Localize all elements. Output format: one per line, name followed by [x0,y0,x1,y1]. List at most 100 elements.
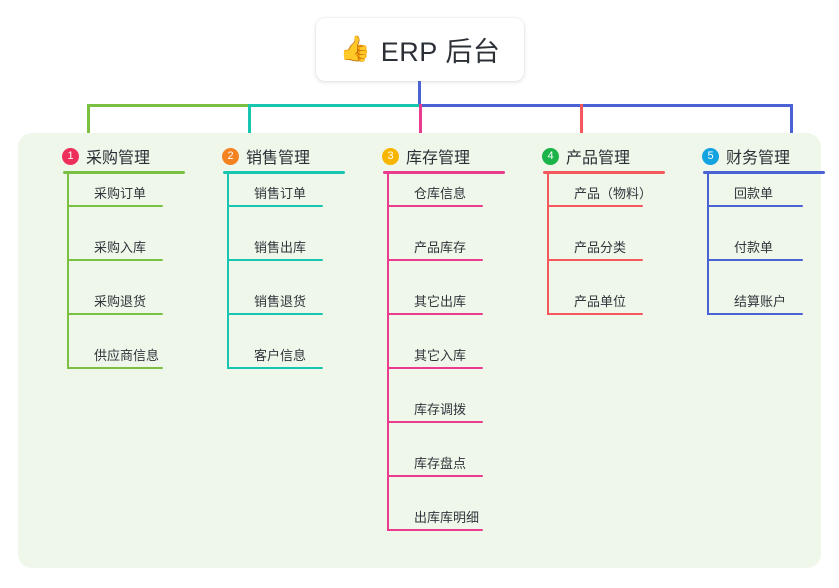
leaf-node[interactable]: 仓库信息 [387,181,483,207]
leaf-node[interactable]: 客户信息 [227,343,323,369]
leaf-node[interactable]: 销售订单 [227,181,323,207]
connector-drop [87,104,90,144]
leaf-node-label: 回款单 [734,186,774,201]
root-node-card[interactable]: 👍 ERP 后台 [316,18,524,81]
leaf-node-underline [707,313,803,315]
leaf-node-underline [67,313,163,315]
leaf-node-label: 采购退货 [94,294,147,309]
leaf-node[interactable]: 其它出库 [387,289,483,315]
leaf-node-label: 采购订单 [94,186,147,201]
connector-drop [419,104,422,144]
leaf-node[interactable]: 其它入库 [387,343,483,369]
branch-header-underline [543,171,665,174]
leaf-node-underline [707,205,803,207]
leaf-node-label: 结算账户 [734,294,787,309]
leaf-node-underline [387,367,483,369]
connector-bar-segment [248,104,420,107]
leaf-node[interactable]: 产品库存 [387,235,483,261]
branch-header-5[interactable]: 5 财务管理 [702,144,790,168]
leaf-node[interactable]: 产品（物料） [547,181,652,207]
leaf-node-underline [547,205,643,207]
leaf-node[interactable]: 付款单 [707,235,803,261]
connector-drop [248,104,251,144]
leaf-node-label: 产品库存 [414,240,467,255]
branch-title: 财务管理 [726,150,791,167]
branch-header-1[interactable]: 1 采购管理 [62,144,150,168]
leaf-node-label: 销售订单 [254,186,307,201]
leaf-node[interactable]: 产品单位 [547,289,643,315]
leaf-node-underline [227,205,323,207]
branch-title: 产品管理 [566,150,631,167]
branch-spine [707,174,709,315]
branch-header-underline [703,171,825,174]
leaf-node-underline [67,367,163,369]
leaf-node-underline [387,205,483,207]
connector-bar-segment [419,104,792,107]
leaf-node-label: 产品分类 [574,240,627,255]
leaf-node[interactable]: 采购退货 [67,289,163,315]
branch-header-underline [383,171,505,174]
leaf-node[interactable]: 采购入库 [67,235,163,261]
leaf-node-underline [67,259,163,261]
leaf-node[interactable]: 出库库明细 [387,505,483,531]
branch-header-underline [223,171,345,174]
connector-drop [790,104,793,144]
leaf-node-label: 出库库明细 [414,510,480,525]
branch-title: 库存管理 [406,150,471,167]
branches-panel: 1 采购管理采购订单采购入库采购退货供应商信息 2 销售管理销售订单销售出库销售退货客… [18,133,825,568]
leaf-node[interactable]: 销售出库 [227,235,323,261]
leaf-node[interactable]: 销售退货 [227,289,323,315]
branch-spine [387,174,389,531]
branch-spine [547,174,549,315]
branch-number-badge: 3 [382,147,399,165]
branch-number-badge: 1 [62,147,79,165]
branch-title: 采购管理 [86,150,151,167]
leaf-node[interactable]: 库存调拨 [387,397,483,423]
leaf-node[interactable]: 供应商信息 [67,343,163,369]
leaf-node-label: 销售出库 [254,240,307,255]
leaf-node-label: 付款单 [734,240,774,255]
branch-title: 销售管理 [246,150,311,167]
leaf-node-label: 产品（物料） [574,186,653,201]
leaf-node[interactable]: 采购订单 [67,181,163,207]
connector-drop [580,104,583,144]
leaf-node-underline [547,259,643,261]
leaf-node[interactable]: 回款单 [707,181,803,207]
leaf-node-label: 其它入库 [414,348,467,363]
connector-bar-segment [87,104,249,107]
branch-number-badge: 4 [542,147,559,165]
leaf-node[interactable]: 结算账户 [707,289,803,315]
branch-number-badge: 2 [222,147,239,165]
leaf-node-label: 采购入库 [94,240,147,255]
leaf-node[interactable]: 库存盘点 [387,451,483,477]
root-node-title: ERP 后台 [380,37,501,67]
branch-header-3[interactable]: 3 库存管理 [382,144,470,168]
branch-spine [227,174,229,369]
leaf-node-underline [67,205,163,207]
leaf-node-label: 其它出库 [414,294,467,309]
leaf-node-underline [387,529,483,531]
leaf-node-label: 仓库信息 [414,186,467,201]
leaf-node-underline [547,313,643,315]
leaf-node-label: 产品单位 [574,294,627,309]
leaf-node[interactable]: 产品分类 [547,235,643,261]
leaf-node-underline [387,421,483,423]
connector-trunk [418,81,421,107]
leaf-node-label: 客户信息 [254,348,307,363]
branch-header-4[interactable]: 4 产品管理 [542,144,630,168]
leaf-node-label: 销售退货 [254,294,307,309]
thumbs-up-emoji: 👍 [339,35,371,63]
leaf-node-underline [387,313,483,315]
leaf-node-underline [387,259,483,261]
leaf-node-label: 供应商信息 [94,348,160,363]
branch-header-2[interactable]: 2 销售管理 [222,144,310,168]
leaf-node-underline [227,367,323,369]
branch-number-badge: 5 [702,147,719,165]
leaf-node-underline [387,475,483,477]
leaf-node-underline [707,259,803,261]
leaf-node-underline [227,259,323,261]
leaf-node-underline [227,313,323,315]
branch-spine [67,174,69,369]
leaf-node-label: 库存调拨 [414,402,467,417]
